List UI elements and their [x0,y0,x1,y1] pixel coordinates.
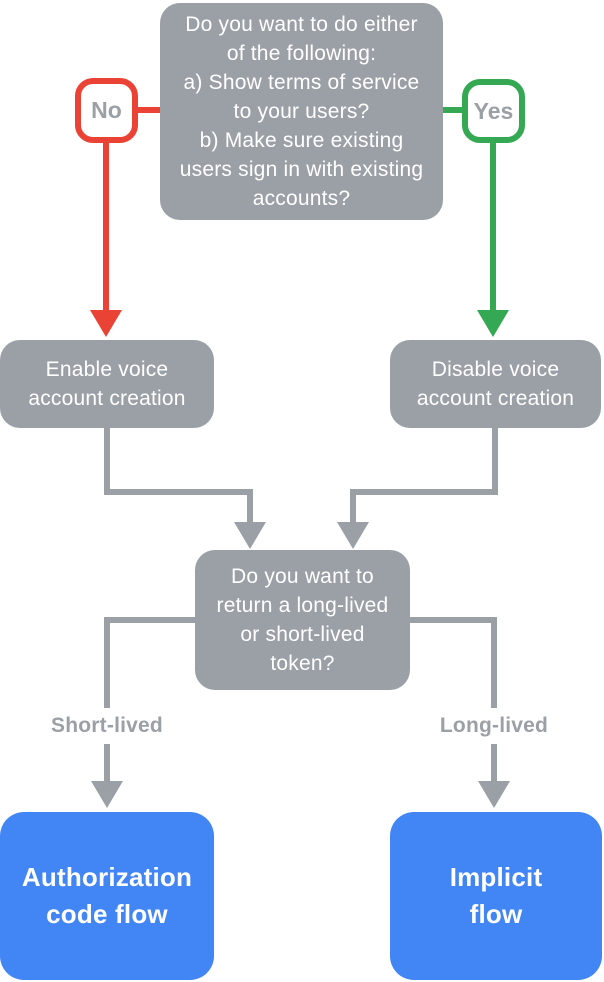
disable-connector-vertical-top [492,427,498,492]
enable-connector-vertical-bottom [247,489,253,523]
node-enable-voice-account-creation: Enable voice account creation [0,340,214,428]
node-token-question: Do you want to return a long-lived or sh… [195,550,410,690]
yes-badge: Yes [462,79,525,143]
enable-connector-horizontal [104,489,253,495]
short-lived-arrow-down-icon [91,781,123,808]
node-implicit-flow: Implicit flow [390,812,602,980]
long-lived-connector-vertical [491,617,497,784]
no-connector-horizontal [136,107,162,113]
yes-arrow-down-icon [477,310,509,337]
short-lived-connector-horizontal [104,617,196,623]
enable-arrow-down-icon [234,522,266,549]
long-lived-arrow-down-icon [478,781,510,808]
disable-connector-horizontal [350,489,498,495]
node-top-question: Do you want to do either of the followin… [160,3,443,220]
disable-arrow-down-icon [337,522,369,549]
no-connector-vertical [103,141,109,311]
yes-connector-horizontal [440,107,464,113]
long-lived-connector-horizontal [408,617,497,623]
node-disable-voice-account-creation: Disable voice account creation [390,340,601,428]
short-lived-connector-vertical [104,617,110,784]
node-authorization-code-flow: Authorization code flow [0,812,214,980]
disable-connector-vertical-bottom [350,489,356,523]
enable-connector-vertical-top [104,427,110,492]
short-lived-branch-label: Short-lived [22,708,192,744]
no-badge: No [75,78,138,143]
no-arrow-down-icon [90,310,122,337]
yes-connector-vertical [490,141,496,311]
long-lived-branch-label: Long-lived [410,708,578,744]
